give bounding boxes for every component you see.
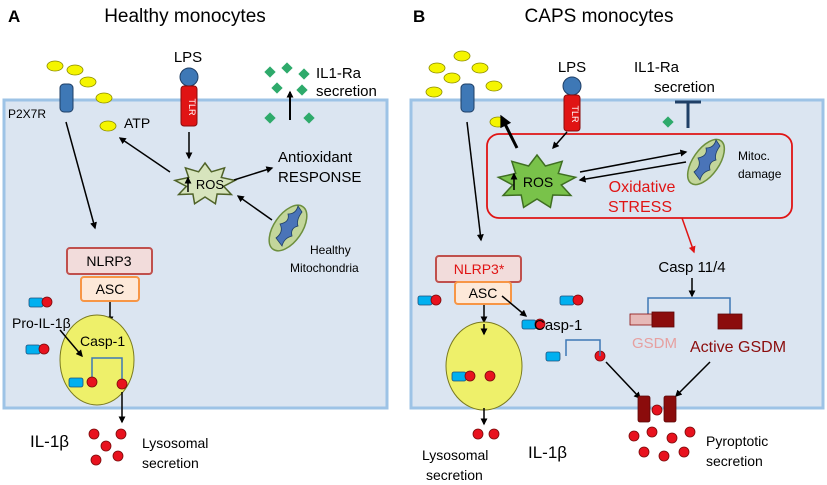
healthy-mito-label-line2: Mitochondria (290, 261, 359, 275)
mitoc-damage-label-line1: Mitoc. (738, 149, 770, 163)
ros-label: ROS (196, 177, 225, 192)
casp1-inflammasome-b (445, 321, 523, 411)
il1b-secreted-dots (88, 428, 127, 466)
il1ra-label-line1-b: IL1-Ra (634, 59, 680, 76)
atp-label: ATP (124, 115, 150, 131)
pyroptotic-label-line1: Pyroptotic (706, 433, 768, 449)
active-gsdm-icon (717, 313, 743, 330)
casp1-inner-molecules-b (451, 370, 496, 382)
asc-label: ASC (96, 281, 125, 297)
panel-b-letter: B (413, 7, 425, 26)
p2x7r-receptor-icon-b (460, 83, 475, 113)
tlr-receptor (180, 85, 198, 127)
pyroptotic-label-line2: secretion (706, 453, 763, 469)
tlr-label-b: TLR (570, 105, 580, 123)
active-gsdm-label: Active GSDM (690, 339, 786, 356)
nlrp3-mutant-label: NLRP3* (454, 261, 505, 277)
antioxidant-label-line1: Antioxidant (278, 149, 353, 166)
gsdm-c-domain (651, 311, 675, 328)
il1ra-label-line2: secretion (316, 83, 377, 100)
lysosomal-label-line1: Lysosomal (142, 435, 208, 451)
asc-box-b (454, 281, 512, 305)
il1ra-label-line2-b: secretion (654, 79, 715, 96)
damaged-mitochondria-icon (686, 138, 726, 186)
ros-star: ROS (172, 161, 238, 205)
mitoc-damage-label-line2: damage (738, 167, 782, 181)
lps-label: LPS (174, 49, 202, 66)
oxidative-stress-label-line1: Oxidative (609, 179, 676, 196)
pyroptotic-secreted-dots (628, 426, 696, 462)
ros-label-b: ROS (523, 174, 553, 190)
pro-il1b-label: Pro-IL-1β (12, 315, 71, 331)
il1b-label: IL-1β (30, 432, 69, 451)
il1ra-label-line1: IL1-Ra (316, 65, 362, 82)
gsdm-pore-icon (637, 395, 677, 423)
casp114-label: Casp 11/4 (658, 259, 725, 276)
lps-icon-b (562, 76, 582, 96)
lysosomal-label-line1-b: Lysosomal (422, 447, 488, 463)
il1b-label-b: IL-1β (528, 443, 567, 462)
healthy-mitochondria-icon (268, 204, 308, 252)
panel-a-letter: A (8, 7, 20, 26)
panel-a: A Healthy monocytes P2X7R ATP LPS TLR (2, 6, 389, 471)
atp-extracellular-dots (46, 60, 117, 132)
casp1-label-b: Casp-1 (534, 317, 582, 334)
asc-box (80, 276, 140, 302)
oxidative-stress-label-line2: STRESS (608, 199, 672, 216)
pro-il1b-molecules (25, 296, 128, 390)
oxidative-stress-box (486, 133, 793, 219)
p2x7r-label: P2X7R (8, 107, 46, 121)
gsdm-n-domain (629, 313, 653, 326)
lps-label-b: LPS (558, 59, 586, 76)
ros-star-b: ROS (496, 153, 578, 209)
tlr-receptor-b (563, 94, 581, 132)
healthy-mito-label-line1: Healthy (310, 243, 351, 257)
panel-b: B CAPS monocytes LPS TLR IL1-Ra secretio… (409, 6, 825, 483)
gsdm-label: GSDM (632, 335, 677, 352)
lysosomal-label-line2: secretion (142, 455, 199, 471)
casp1-inflammasome (59, 314, 135, 406)
lysosomal-secreted-dots-b (472, 428, 500, 440)
p2x7r-receptor-icon (59, 83, 74, 113)
panel-a-title: Healthy monocytes (104, 6, 266, 27)
lps-icon (179, 67, 199, 87)
panel-b-title: CAPS monocytes (525, 6, 674, 27)
nlrp3-label: NLRP3 (86, 253, 131, 269)
lysosomal-label-line2-b: secretion (426, 467, 483, 483)
asc-label-b: ASC (469, 285, 498, 301)
casp1-label: Casp-1 (80, 333, 125, 349)
pro-il1b-molecules-b (417, 294, 606, 362)
tlr-label: TLR (187, 98, 197, 116)
antioxidant-label-line2: RESPONSE (278, 169, 361, 186)
nlrp3-box (66, 247, 153, 275)
